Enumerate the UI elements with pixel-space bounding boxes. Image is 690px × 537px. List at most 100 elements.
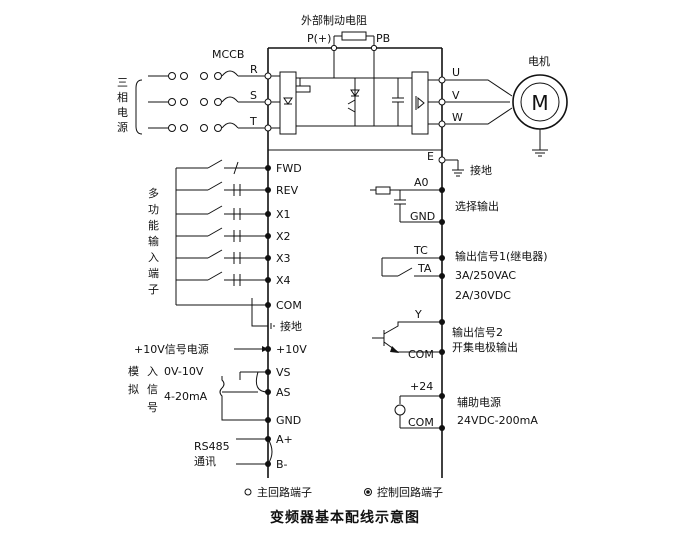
multi-input-char: 多 [148, 186, 159, 200]
terminal-vs-label: VS [276, 366, 291, 379]
terminal-r-label: R [250, 63, 258, 76]
shield-ground-label: 接地 [280, 320, 302, 333]
terminal-24v [439, 393, 445, 399]
ref-supply-label: +10V信号电源 [134, 342, 209, 356]
terminal-ao-gnd-label: GND [410, 210, 435, 223]
motor-ground-icon [532, 129, 548, 157]
terminal-r [264, 72, 272, 80]
terminal-s [264, 98, 272, 106]
terminal-a0 [439, 187, 445, 193]
rs485-wiring [236, 438, 273, 465]
terminal-e-label: E [427, 150, 434, 163]
multi-input-char: 功 [148, 203, 159, 216]
legend-control-label: 控制回路端子 [377, 485, 443, 499]
mccb-switch-s [221, 96, 239, 103]
terminal-x4-label: X4 [276, 274, 291, 287]
mccb-label: MCCB [212, 48, 244, 61]
multi-input-char: 输 [148, 234, 159, 248]
terminal-t-label: T [249, 115, 257, 128]
terminal-x3-label: X3 [276, 252, 291, 265]
ground-label: 接地 [470, 164, 492, 177]
analog-input-label: 模 拟 入 信 号 [128, 365, 158, 414]
brake-transistor-icon [347, 78, 360, 126]
terminal-x4 [265, 277, 271, 283]
input-switch-x2 [176, 227, 268, 242]
oc-output-label-2: 开集电极输出 [452, 340, 518, 354]
terminal-y-com [439, 349, 445, 355]
terminal-v [438, 98, 446, 106]
multi-input-char: 能 [148, 218, 159, 232]
multi-input-label: 多 功 能 输 入 端 子 [148, 186, 159, 296]
terminal-tc [439, 255, 445, 261]
terminal-v-label: V [452, 89, 460, 102]
terminal-x1 [265, 211, 271, 217]
analog-input-char: 模 [128, 365, 139, 378]
power-source-brace [135, 79, 143, 135]
p-terminal-label: P(+) [307, 32, 331, 45]
terminal-t [264, 124, 272, 132]
terminal-x2-label: X2 [276, 230, 291, 243]
terminal-x3 [265, 255, 271, 261]
terminal-gnd-label: GND [276, 414, 301, 427]
analog-input-char: 拟 [128, 382, 139, 396]
terminal-y-label: Y [414, 308, 422, 321]
relay-output-label: 输出信号1(继电器) [455, 249, 548, 263]
terminal-ao-gnd [439, 219, 445, 225]
charge-relay-icon [295, 78, 311, 93]
motor-label: 电机 [528, 54, 550, 68]
aux-supply-label: 辅助电源 [457, 395, 501, 409]
terminal-as [265, 389, 271, 395]
motor-symbol: M [531, 91, 548, 115]
terminal-a-plus [265, 436, 271, 442]
power-source-char: 相 [117, 91, 128, 104]
aux-supply-rating: 24VDC-200mA [457, 414, 538, 427]
power-source-char: 电 [117, 106, 128, 119]
motor-inner [520, 82, 560, 122]
analog-input-char: 号 [147, 401, 158, 414]
terminal-com [265, 302, 271, 308]
input-switch-x3 [176, 249, 268, 264]
motor-wire-w [445, 107, 513, 125]
terminal-b-minus-label: B- [276, 458, 288, 471]
dc-bus-capacitor-icon [392, 78, 404, 126]
power-source-char: 三 [117, 76, 128, 89]
motor-wire-u [445, 79, 513, 97]
terminal-u-label: U [452, 66, 460, 79]
relay-rating-ac: 3A/250VAC [455, 269, 516, 282]
rs485-label: RS485 [194, 440, 230, 453]
phase-r-line [148, 70, 268, 80]
terminal-24v-label: +24 [410, 380, 433, 393]
input-switch-fwd [176, 159, 268, 175]
terminal-a-plus-label: A+ [276, 433, 293, 446]
legend-main-label: 主回路端子 [257, 486, 312, 499]
e-ground-icon [445, 159, 464, 177]
relay-rating-dc: 2A/30VDC [455, 289, 511, 302]
multi-input-char: 端 [148, 267, 159, 280]
analog-input-char: 入 [147, 365, 158, 378]
input-switch-x4 [176, 271, 268, 286]
analog-range-i: 4-20mA [164, 390, 208, 403]
analog-signal-wiring [219, 371, 269, 421]
terminal-24v-com [439, 425, 445, 431]
terminal-10v-label: +10V [276, 343, 307, 356]
analog-range-v: 0V-10V [164, 365, 204, 378]
multi-input-char: 子 [148, 283, 159, 296]
inverter-block [411, 71, 429, 135]
open-collector-transistor-icon [372, 321, 442, 353]
rectifier-block [279, 71, 297, 135]
phase-s-line [148, 96, 268, 106]
terminal-10v [265, 346, 271, 352]
terminal-rev-label: REV [276, 184, 299, 197]
mccb-switch-r [221, 70, 239, 77]
p-terminal [330, 44, 338, 52]
terminal-a0-label: A0 [414, 176, 429, 189]
relay-output-wiring [381, 257, 442, 277]
analog-output-meter [370, 186, 442, 223]
terminal-w [438, 120, 446, 128]
oc-output-label: 输出信号2 [452, 325, 503, 339]
mccb-switch-t [221, 122, 239, 129]
diagram-title: 变频器基本配线示意图 [270, 509, 420, 526]
analog-input-char: 信 [147, 383, 158, 396]
terminal-fwd-label: FWD [276, 162, 302, 175]
